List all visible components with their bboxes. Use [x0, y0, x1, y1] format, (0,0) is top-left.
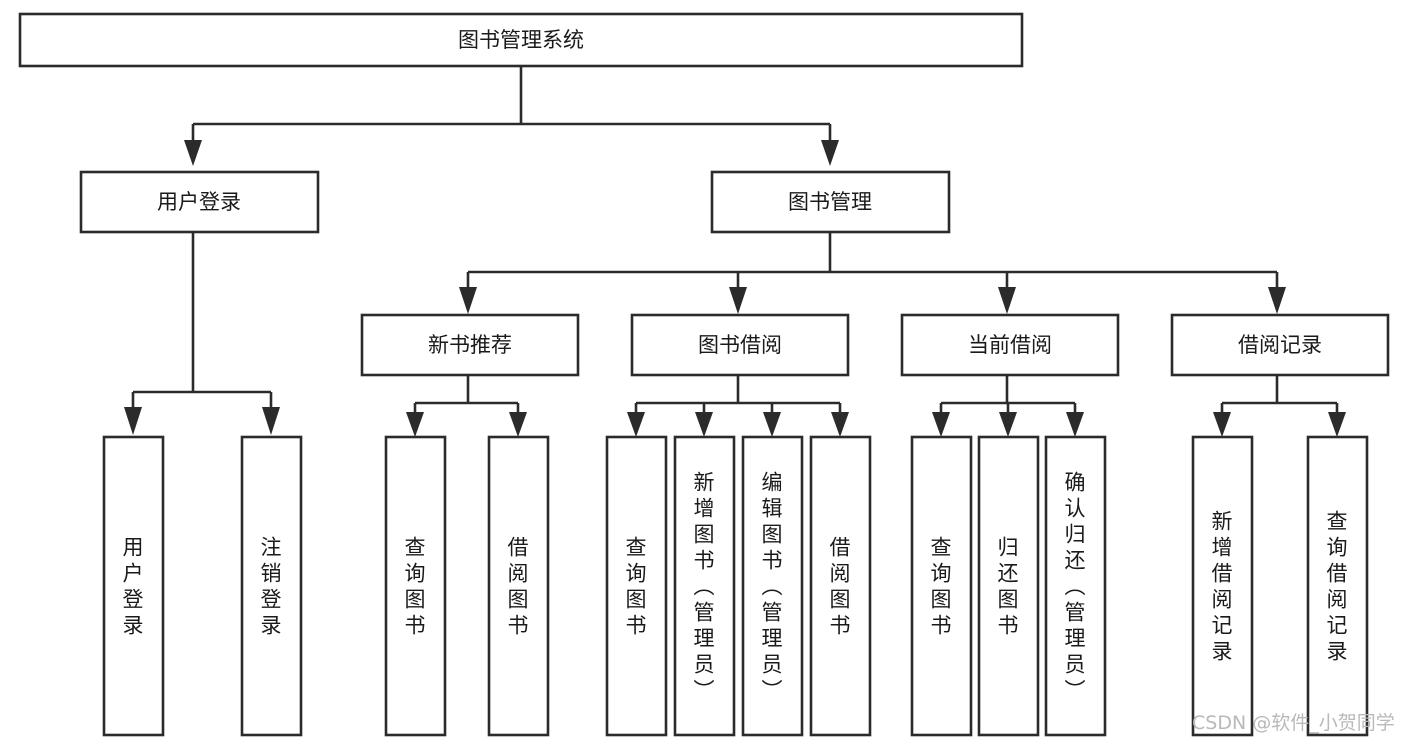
connector-group-book-borrow [627, 375, 849, 437]
node-leaf-user-logout-label: 注销登录 [261, 535, 282, 637]
node-leaf-return-book-rect[interactable] [977, 435, 1040, 737]
node-leaf-borrow-book-1-rect[interactable] [487, 435, 550, 737]
node-leaf-query-book-2-label: 查询图书 [626, 535, 647, 637]
node-borrow-record[interactable]: 借阅记录 [1170, 313, 1390, 377]
arrow-head-leaf-borrow-book-2 [831, 412, 849, 437]
node-leaf-return-book[interactable]: 归还图书 [977, 435, 1040, 737]
node-leaf-add-record-rect[interactable] [1191, 435, 1254, 737]
arrow-head-leaf-add-book [695, 412, 713, 437]
arrow-head-leaf-confirm-return [1066, 412, 1084, 437]
node-leaf-edit-book[interactable]: 编辑图书︵管理员︶ [741, 435, 804, 737]
node-leaf-query-book-1-rect[interactable] [384, 435, 447, 737]
node-current-borrow[interactable]: 当前借阅 [900, 313, 1120, 377]
node-leaf-return-book-label: 归还图书 [998, 535, 1019, 637]
node-root[interactable]: 图书管理系统 [18, 12, 1024, 68]
arrow-head-current-borrow [998, 287, 1016, 314]
node-new-book-rec-label: 新书推荐 [428, 333, 512, 357]
node-book-borrow-rect[interactable] [630, 313, 850, 377]
connector-group-borrow-record [1213, 375, 1346, 437]
node-borrow-record-label: 借阅记录 [1238, 333, 1322, 357]
node-leaf-add-book[interactable]: 新增图书︵管理员︶ [673, 435, 736, 737]
node-leaf-borrow-book-2-label: 借阅图书 [830, 535, 851, 637]
node-root-label: 图书管理系统 [458, 28, 584, 52]
arrow-head-new-book-rec [459, 287, 477, 314]
arrow-head-leaf-edit-book [763, 412, 781, 437]
node-leaf-borrow-book-1[interactable]: 借阅图书 [487, 435, 550, 737]
arrow-head-leaf-query-book-3 [932, 412, 950, 437]
node-user-login-rect[interactable] [79, 170, 320, 234]
arrow-head-leaf-borrow-book-1 [509, 412, 527, 437]
csdn-watermark: CSDN @软件_小贺同学 [1192, 712, 1395, 734]
node-leaf-query-record-label: 查询借阅记录 [1327, 509, 1348, 663]
node-book-borrow-label: 图书借阅 [698, 333, 782, 357]
node-book-manage[interactable]: 图书管理 [710, 170, 951, 234]
node-leaf-add-record-label: 新增借阅记录 [1212, 509, 1233, 663]
node-leaf-query-record-rect[interactable] [1306, 435, 1369, 737]
arrow-head-leaf-return-book [999, 412, 1017, 437]
node-leaf-query-book-3-rect[interactable] [910, 435, 973, 737]
node-leaf-query-book-2-rect[interactable] [605, 435, 668, 737]
arrow-head-user-login [184, 140, 202, 166]
arrow-head-leaf-add-record [1213, 412, 1231, 437]
arrow-head-borrow-record [1268, 287, 1286, 314]
node-new-book-rec[interactable]: 新书推荐 [360, 313, 580, 377]
node-leaf-user-logout-rect[interactable] [240, 435, 303, 737]
node-new-book-rec-rect[interactable] [360, 313, 580, 377]
arrow-head-leaf-query-book-1 [406, 412, 424, 437]
node-leaf-user-logout[interactable]: 注销登录 [240, 435, 303, 737]
node-leaf-user-login[interactable]: 用户登录 [102, 435, 165, 737]
node-user-login-label: 用户登录 [157, 190, 241, 214]
node-leaf-confirm-return[interactable]: 确认归还︵管理员︶ [1044, 435, 1107, 737]
connector-group-root [184, 66, 839, 166]
arrow-head-book-borrow [729, 287, 747, 314]
node-leaf-user-login-label: 用户登录 [123, 535, 144, 637]
connector-group-user-login [124, 233, 280, 435]
node-leaf-query-book-3[interactable]: 查询图书 [910, 435, 973, 737]
node-leaf-query-book-1-label: 查询图书 [405, 535, 426, 637]
node-leaf-confirm-return-rect[interactable] [1044, 435, 1107, 737]
node-leaf-query-book-3-label: 查询图书 [931, 535, 952, 637]
node-leaf-user-login-rect[interactable] [102, 435, 165, 737]
node-leaf-add-book-rect[interactable] [673, 435, 736, 737]
arrow-head-book-manage [821, 140, 839, 166]
node-leaf-add-book-label: 新增图书︵管理员︶ [694, 470, 715, 702]
arrow-head-leaf-query-record [1328, 412, 1346, 437]
arrow-head-leaf-query-book-2 [627, 412, 645, 437]
node-leaf-borrow-book-2-rect[interactable] [809, 435, 872, 737]
connector-group-current-borrow [932, 375, 1084, 437]
node-current-borrow-label: 当前借阅 [968, 333, 1052, 357]
node-user-login[interactable]: 用户登录 [79, 170, 320, 234]
node-leaf-query-book-1[interactable]: 查询图书 [384, 435, 447, 737]
node-root-rect[interactable] [18, 12, 1024, 68]
connector-group-new-book-rec [406, 375, 527, 437]
node-leaf-confirm-return-label: 确认归还︵管理员︶ [1065, 470, 1086, 702]
connector-group-book-manage [459, 233, 1286, 314]
node-leaf-borrow-book-2[interactable]: 借阅图书 [809, 435, 872, 737]
node-book-manage-rect[interactable] [710, 170, 951, 234]
node-book-manage-label: 图书管理 [788, 190, 872, 214]
node-leaf-borrow-book-1-label: 借阅图书 [508, 535, 529, 637]
node-leaf-edit-book-rect[interactable] [741, 435, 804, 737]
arrow-head-leaf-user-logout [262, 407, 280, 435]
node-leaf-edit-book-label: 编辑图书︵管理员︶ [762, 470, 783, 702]
arrow-head-leaf-user-login [124, 407, 142, 435]
node-current-borrow-rect[interactable] [900, 313, 1120, 377]
node-book-borrow[interactable]: 图书借阅 [630, 313, 850, 377]
node-leaf-query-book-2[interactable]: 查询图书 [605, 435, 668, 737]
node-borrow-record-rect[interactable] [1170, 313, 1390, 377]
node-leaf-add-record[interactable]: 新增借阅记录 [1191, 435, 1254, 737]
node-leaf-query-record[interactable]: 查询借阅记录 [1306, 435, 1369, 737]
